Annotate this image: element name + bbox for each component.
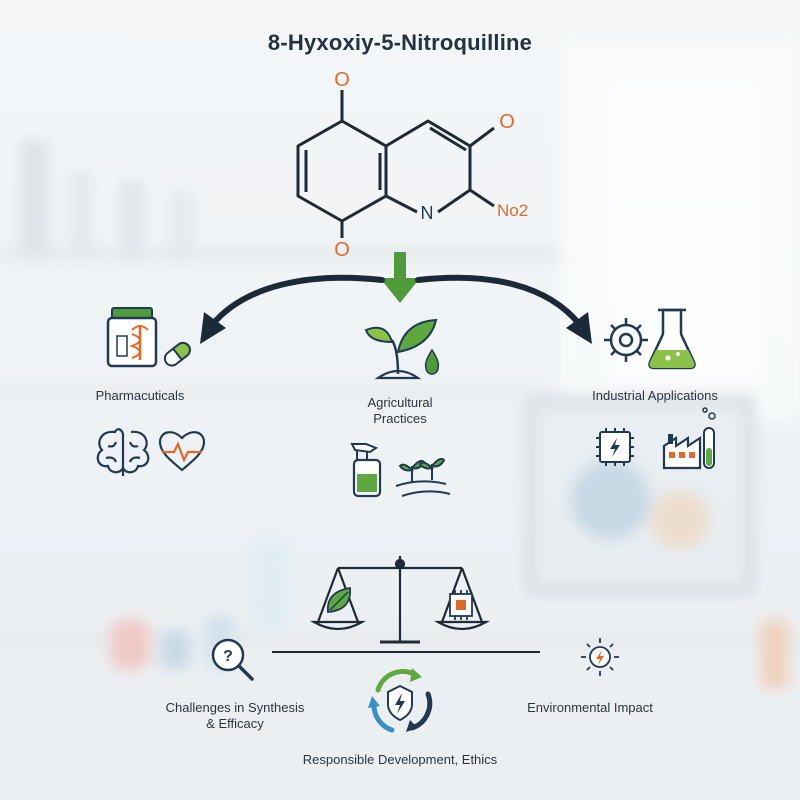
sun-bolt-icon (581, 638, 619, 676)
heart-pulse-icon (158, 431, 206, 472)
crop-field-icon (395, 457, 451, 497)
leaf-icon (327, 586, 351, 613)
label-challenges-line1: Challenges in Synthesis (165, 700, 305, 715)
atom-o-right: O (499, 111, 515, 133)
label-agricultural-line2: Practices (373, 411, 427, 426)
pyridine-ring (385, 119, 472, 190)
arrowhead-right (566, 312, 592, 344)
atom-n: N (421, 203, 434, 223)
label-challenges: Challenges in Synthesis & Efficacy (150, 700, 320, 732)
balance-scale-icon (309, 556, 491, 644)
benzene-ring (296, 119, 388, 223)
down-arrow (380, 252, 420, 303)
label-agricultural: Agricultural Practices (330, 395, 470, 427)
bond-no2 (469, 188, 495, 208)
atom-o-top: O (334, 69, 350, 91)
chip-icon (449, 590, 473, 620)
molecule-structure (296, 90, 495, 238)
brain-icon (96, 428, 150, 476)
capsule-icon (163, 341, 191, 367)
bond-n-c (437, 188, 471, 214)
arrow-to-pharmaceuticals (209, 274, 385, 328)
water-drop-icon (424, 348, 440, 375)
svg-text:?: ? (223, 648, 233, 665)
label-agricultural-line1: Agricultural (367, 395, 433, 410)
arrow-to-industrial (415, 274, 583, 328)
flask-icon (648, 308, 696, 370)
microchip-icon (596, 428, 634, 466)
label-environmental: Environmental Impact (527, 700, 653, 715)
label-challenges-line2: & Efficacy (206, 716, 264, 731)
ring-double-bond-top (429, 126, 467, 152)
magnifier-question-icon: ? (211, 638, 254, 681)
compound-title: 8-Hyxoxiy-5-Nitroquilline (267, 30, 533, 55)
label-industrial: Industrial Applications (592, 388, 718, 403)
label-responsible: Responsible Development, Ethics (302, 752, 498, 767)
gear-icon (604, 318, 648, 362)
atom-o-bottom: O (334, 239, 350, 261)
recycle-shield-icon (368, 668, 433, 733)
spray-bottle-icon (350, 443, 382, 498)
medicine-bottle-icon (106, 307, 158, 368)
bond-c-n (385, 194, 418, 214)
group-no2: No2 (497, 201, 528, 220)
seedling-icon (364, 318, 438, 380)
label-pharmaceuticals: Pharmacuticals (95, 388, 185, 403)
test-tube-icon (702, 407, 716, 469)
factory-icon (662, 434, 702, 470)
arrowhead-left (200, 312, 226, 344)
bond-o-right (469, 126, 495, 148)
